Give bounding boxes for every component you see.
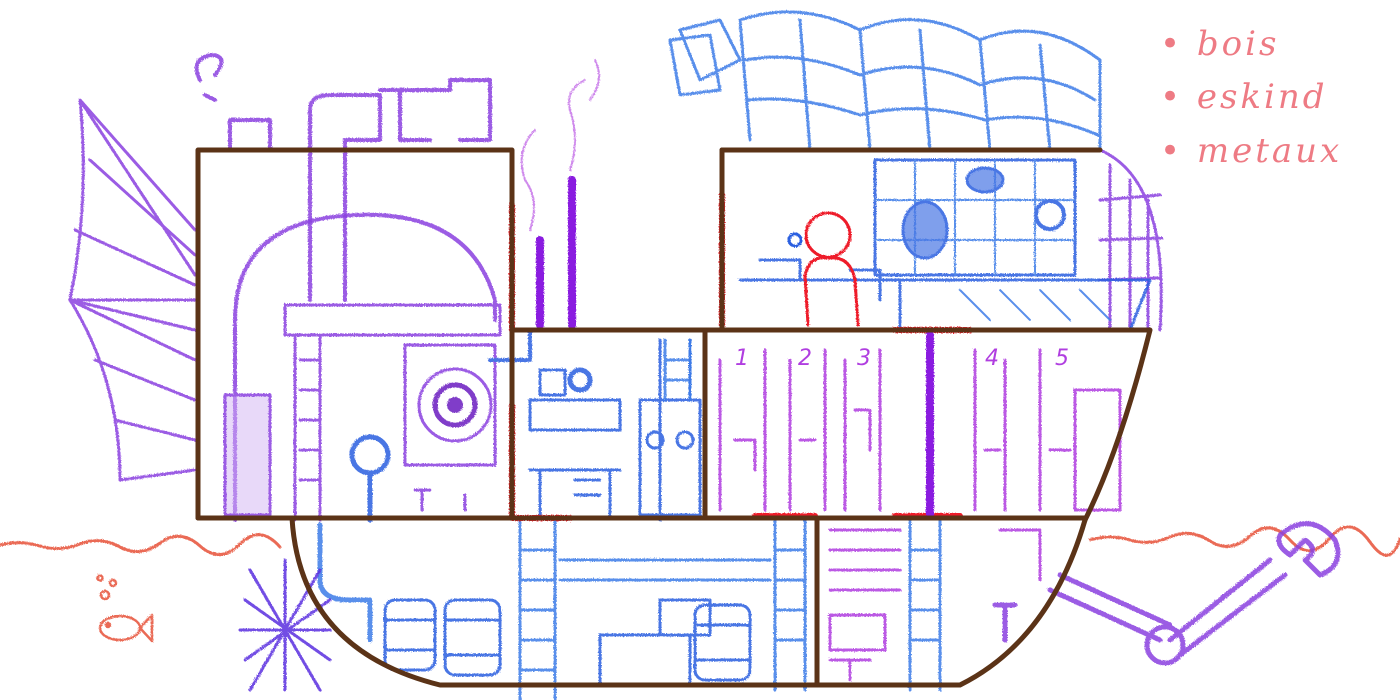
cabin-number: 2: [798, 346, 812, 371]
cabin-labels: 1 2 3 4 5: [735, 346, 1069, 371]
bridge-room: [740, 160, 1150, 330]
cabins: [720, 350, 1120, 510]
sails: [670, 12, 1100, 150]
prow-cage: [1100, 150, 1162, 330]
cabin-number: 3: [857, 346, 871, 371]
lower-right-room: [830, 530, 1040, 680]
water-line: [0, 527, 1400, 555]
engine-room: [225, 215, 540, 520]
note-line: • eskind: [1160, 77, 1328, 117]
note-line: • metaux: [1160, 131, 1342, 171]
cabin-number: 4: [985, 346, 999, 371]
cabin-number: 5: [1055, 346, 1069, 371]
note-line: • bois: [1160, 24, 1279, 64]
chimney-pipes: [197, 55, 490, 300]
fish: [98, 576, 153, 642]
smoke: [522, 60, 599, 230]
paddle-wheel: [240, 560, 330, 690]
cabin-number: 1: [735, 346, 749, 371]
galley-room: [530, 340, 700, 520]
left-fin: [70, 100, 195, 480]
handwritten-notes: • bois • eskind • metaux: [1160, 24, 1342, 171]
